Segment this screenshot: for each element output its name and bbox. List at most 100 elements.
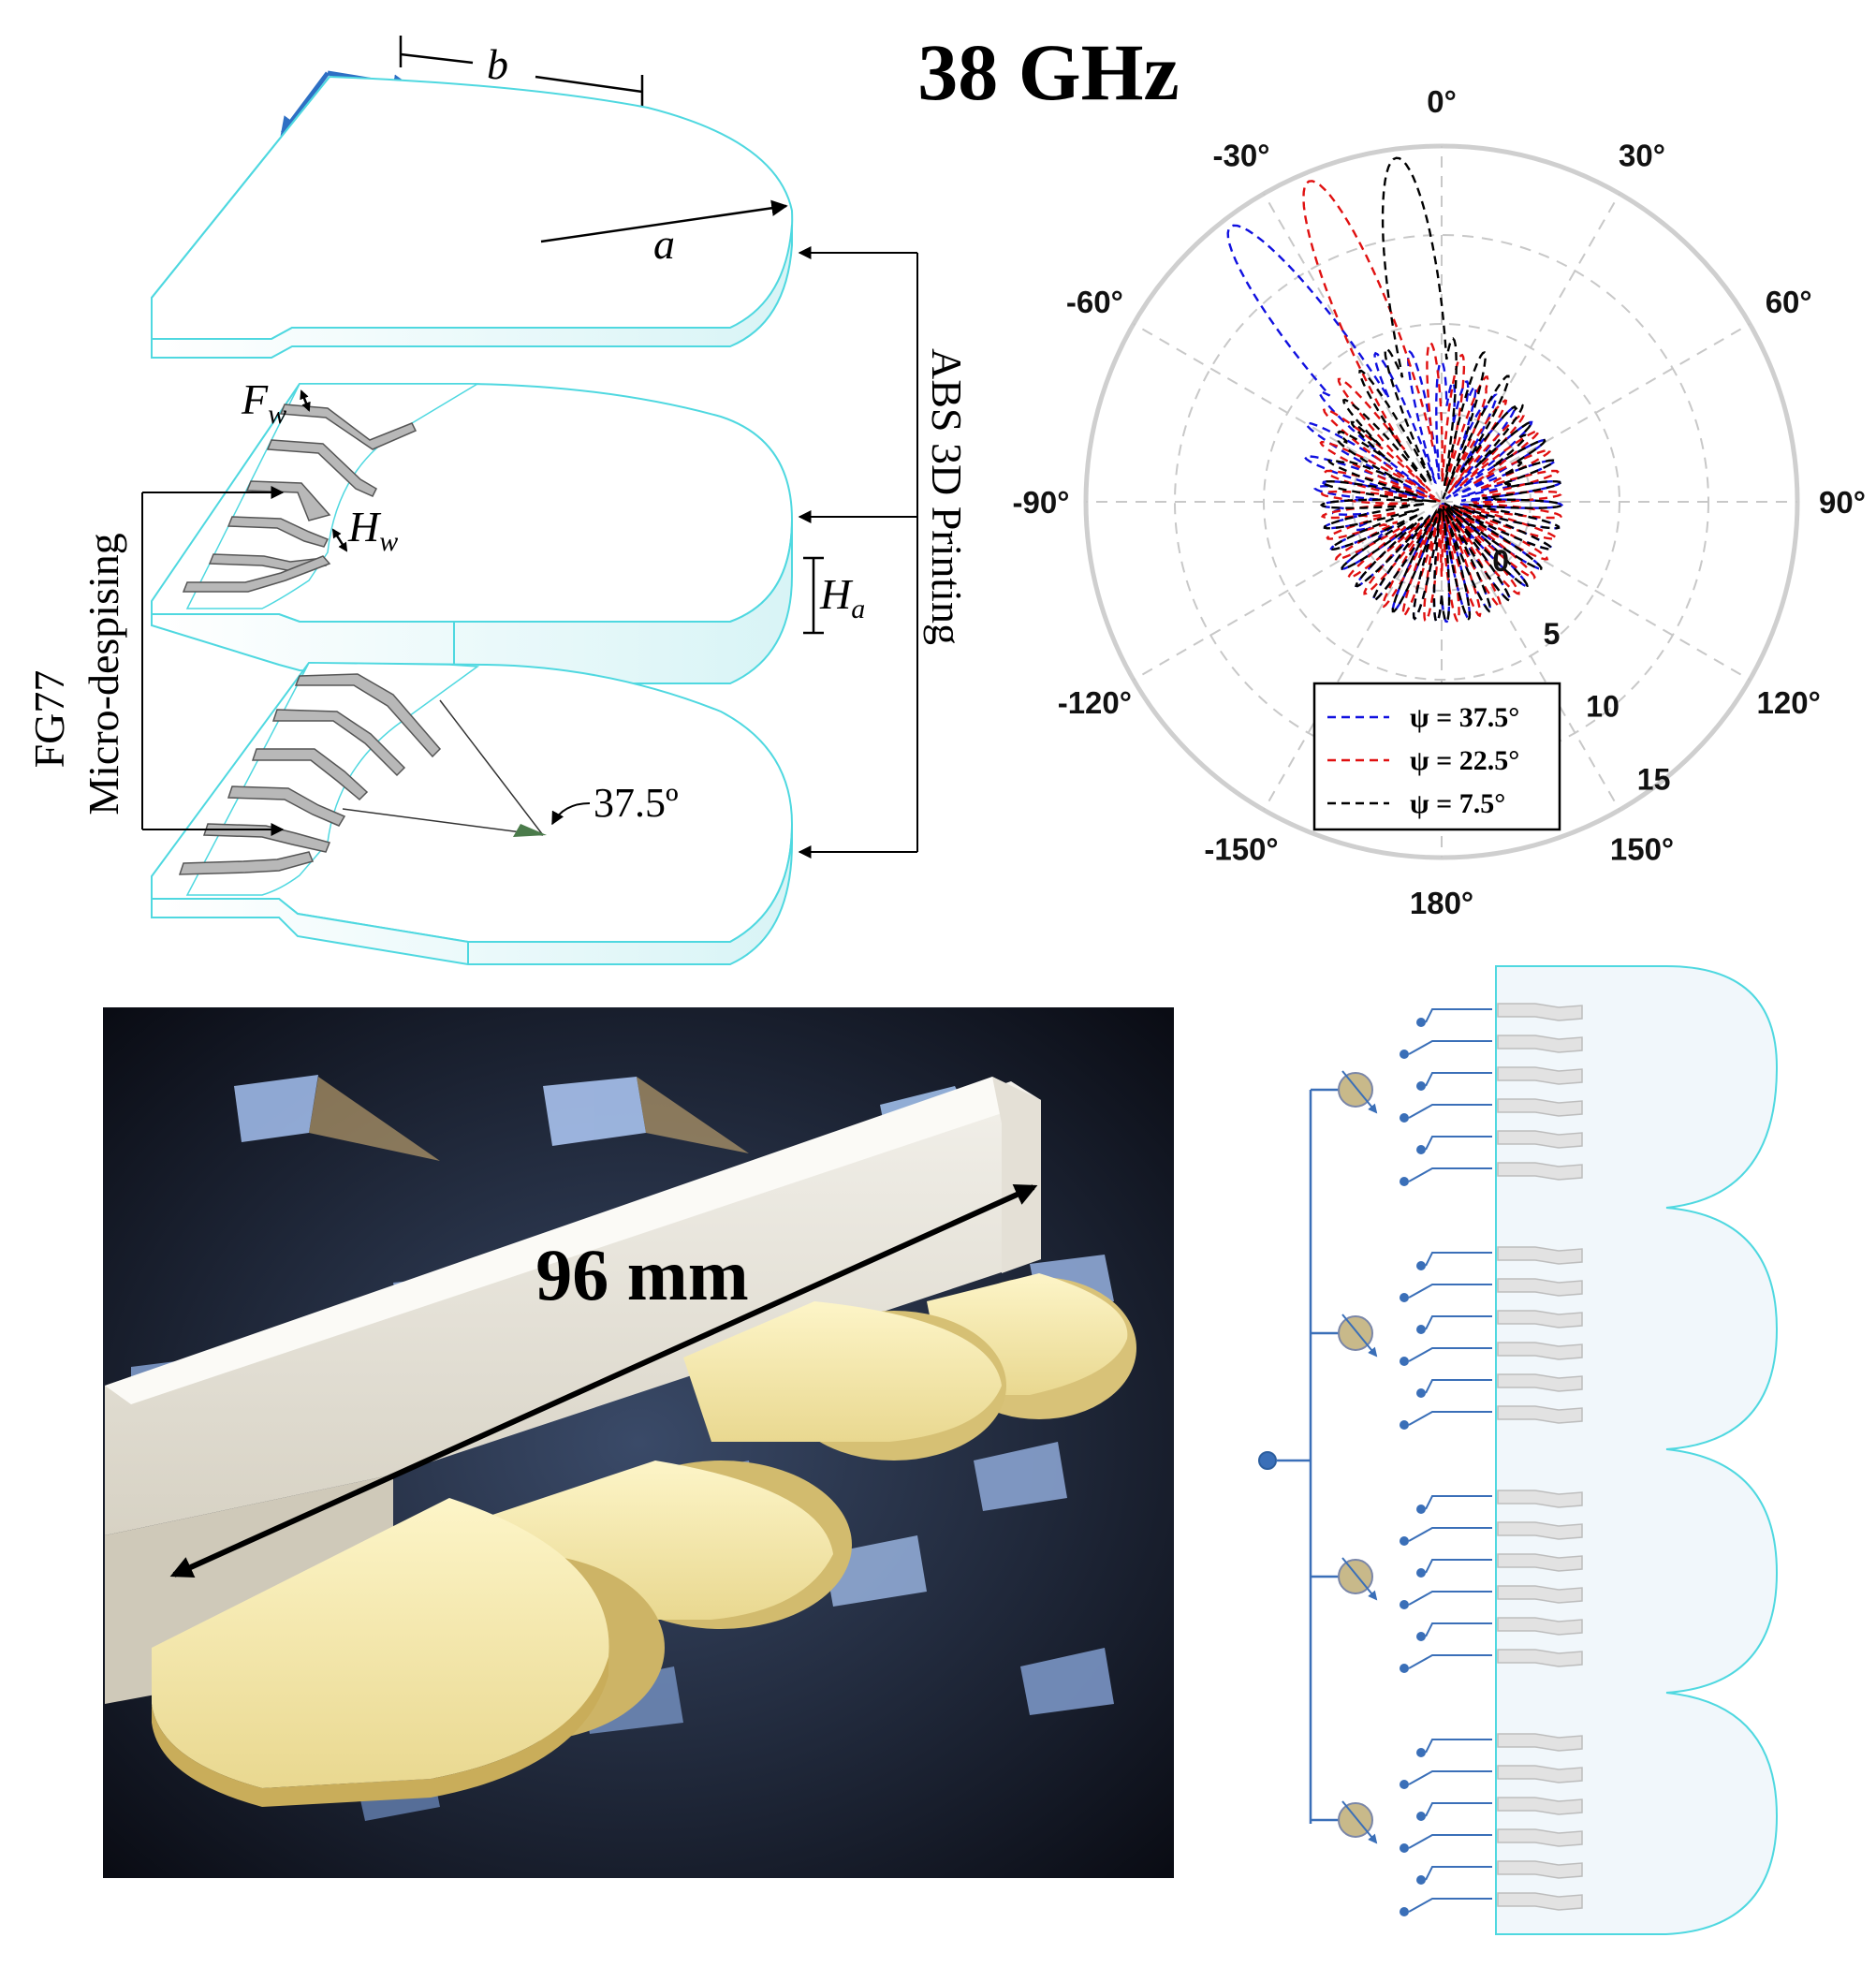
feed-group (1311, 1246, 1583, 1430)
feed-groups (1311, 1003, 1583, 1916)
split-node (1400, 1357, 1409, 1366)
abs-bracket: ABS 3D Printing (798, 246, 971, 859)
polar-angular-ticks: 0°30°60°90°120°150°180°-150°-120°-90°-60… (1013, 84, 1866, 920)
length-arrow (169, 1183, 1038, 1578)
angular-tick-label: -120° (1058, 685, 1132, 720)
angular-tick-label: 150° (1610, 832, 1674, 867)
split-node (1416, 1875, 1426, 1885)
prototype-photo: 96 mm (103, 1007, 1174, 1878)
feed-group (1311, 1003, 1583, 1186)
polar-grid-spoke (1263, 193, 1443, 503)
angular-tick-label: -90° (1013, 485, 1070, 520)
input-port (1258, 1451, 1277, 1470)
waveguide-port (1497, 1342, 1583, 1360)
radial-tick-label: 5 (1544, 617, 1561, 651)
split-node (1400, 1050, 1409, 1059)
waveguide-port (1497, 1162, 1583, 1181)
angular-tick-label: -30° (1213, 138, 1270, 172)
angular-tick-label: 0° (1427, 84, 1457, 119)
waveguide-port (1497, 1828, 1583, 1847)
phase-arrow-icon (1341, 1800, 1378, 1844)
split-node (1416, 1018, 1426, 1027)
dim-fw-label: Fw (241, 375, 286, 430)
waveguide-port (1497, 1649, 1583, 1667)
waveguide-port (1497, 1130, 1583, 1149)
feed-group (1311, 1733, 1583, 1916)
angular-tick-label: 30° (1619, 138, 1665, 172)
angular-tick-label: 180° (1410, 886, 1473, 920)
waveguide-port (1497, 1585, 1583, 1604)
split-node (1400, 1113, 1409, 1123)
bottom-layer: 37.5º (151, 661, 794, 965)
waveguide-port (1497, 1246, 1583, 1265)
waveguide-port (1497, 1553, 1583, 1572)
abs-label: ABS 3D Printing (923, 348, 971, 645)
split-node (1416, 1388, 1426, 1398)
legend-entry-1: ψ = 37.5° (1410, 702, 1519, 733)
waveguide-port (1497, 1405, 1583, 1424)
waveguide-port (1497, 1733, 1583, 1752)
waveguide-port (1497, 1521, 1583, 1540)
dim-ha-label: Ha (819, 570, 865, 624)
length-label: 96 mm (535, 1234, 748, 1315)
radial-tick-label: 0 (1492, 544, 1509, 578)
polar-grid-spoke (1133, 323, 1443, 503)
fg77-label: FG77 (25, 670, 73, 769)
dimension-b: b (399, 36, 644, 110)
dim-a-label: a (653, 220, 675, 268)
waveguide-port (1497, 1797, 1583, 1815)
polar-series-2 (1302, 180, 1563, 623)
dim-hw-label: Hw (347, 503, 398, 557)
angular-tick-label: -60° (1066, 285, 1123, 319)
phase-arrow-icon (1341, 1557, 1378, 1601)
radial-tick-label: 15 (1637, 763, 1671, 797)
split-node (1416, 1081, 1426, 1091)
dim-fw: Fw (241, 375, 311, 430)
polar-legend: ψ = 37.5° ψ = 22.5° ψ = 7.5° (1312, 682, 1561, 831)
split-node (1400, 1177, 1409, 1186)
radial-tick-label: 10 (1586, 690, 1620, 724)
angular-tick-label: 120° (1757, 685, 1821, 720)
dim-ha: Ha (803, 556, 865, 635)
legend-box (1312, 682, 1561, 831)
figure-title: 38 GHz (917, 27, 1179, 117)
waveguide-port (1497, 1765, 1583, 1784)
dim-b-label: b (487, 40, 508, 88)
split-node (1416, 1325, 1426, 1334)
waveguide-port (1497, 1003, 1583, 1021)
waveguide-strips-middle (182, 404, 418, 593)
waveguide-port (1497, 1066, 1583, 1085)
angular-tick-label: 90° (1819, 485, 1866, 520)
split-node (1416, 1261, 1426, 1270)
split-node (1400, 1420, 1409, 1430)
waveguide-port (1497, 1098, 1583, 1117)
legend-entry-3: ψ = 7.5° (1410, 788, 1505, 819)
waveguide-port (1497, 1278, 1583, 1297)
middle-layer: Fw Hw Ha (151, 375, 865, 684)
waveguide-strips-bottom (178, 673, 442, 875)
array-outline (1495, 965, 1779, 1935)
waveguide-port (1497, 1035, 1583, 1053)
split-node (1400, 1907, 1409, 1916)
waveguide-port (1497, 1373, 1583, 1392)
split-node (1400, 1293, 1409, 1302)
split-node (1400, 1664, 1409, 1673)
waveguide-port (1497, 1490, 1583, 1508)
waveguide-port (1497, 1617, 1583, 1636)
waveguide-port (1497, 1310, 1583, 1328)
split-node (1400, 1780, 1409, 1789)
polar-series (1226, 156, 1564, 624)
split-node (1416, 1812, 1426, 1821)
split-node (1416, 1505, 1426, 1514)
legend-entry-2: ψ = 22.5° (1410, 745, 1519, 776)
polar-series-3 (1319, 156, 1564, 624)
exploded-view: X Y b a (25, 36, 971, 965)
split-node (1416, 1632, 1426, 1641)
phase-arrow-icon (1341, 1070, 1378, 1114)
polar-radial-ticks: 0 5 10 15 (1492, 544, 1670, 796)
polar-grid-spoke (1441, 193, 1620, 503)
split-node (1400, 1600, 1409, 1609)
angle-label: 37.5º (594, 780, 679, 826)
dim-hw: Hw (331, 503, 398, 557)
